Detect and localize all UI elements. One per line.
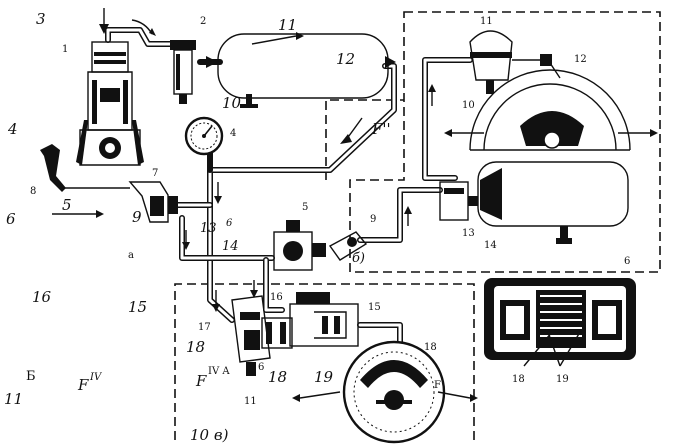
callout-7: 7 bbox=[152, 168, 158, 179]
callout-e11: 11 bbox=[244, 396, 257, 407]
callout-10: 10 bbox=[222, 94, 242, 112]
callout-eiva: IV A bbox=[208, 366, 230, 377]
callout-4: 4 bbox=[230, 128, 236, 139]
callout-6s: 6 bbox=[226, 218, 233, 229]
flow-arrows bbox=[182, 84, 436, 312]
label-3: 3 bbox=[36, 10, 46, 28]
callout-1: 1 bbox=[62, 44, 68, 55]
trailer-brake-assembly bbox=[231, 292, 478, 444]
callout-g18: 18 bbox=[512, 374, 525, 385]
callout-8: 8 bbox=[30, 186, 36, 197]
callout-e15: 15 bbox=[368, 302, 381, 313]
callout-efiva: F bbox=[195, 372, 207, 390]
callout-5: 5 bbox=[62, 196, 72, 214]
callout-e16: 16 bbox=[270, 292, 283, 303]
callout-e6: 6 bbox=[258, 362, 264, 373]
label-4: 4 bbox=[7, 120, 18, 138]
callout-r6: 6 bbox=[624, 256, 630, 267]
separation-valve bbox=[273, 220, 368, 271]
air-lines bbox=[105, 27, 473, 348]
label-b: Б bbox=[26, 369, 36, 384]
callout-e18b: 18 bbox=[268, 368, 287, 386]
callout-r10: 10 bbox=[462, 100, 475, 111]
label-f-sup: IV bbox=[89, 372, 103, 383]
callout-fpp: F'' bbox=[371, 120, 391, 138]
callout-11: 11 bbox=[278, 16, 297, 34]
callout-r11: 11 bbox=[480, 16, 493, 27]
callout-5b: 5 bbox=[302, 202, 308, 213]
main-air-receiver bbox=[206, 32, 396, 108]
label-6: 6 bbox=[6, 210, 16, 228]
label-16: 16 bbox=[32, 288, 52, 306]
pressure-gauge bbox=[184, 116, 224, 156]
callout-b: б) bbox=[352, 251, 365, 266]
callout-g19: 19 bbox=[556, 374, 569, 385]
frame-center bbox=[325, 99, 404, 180]
callout-9: 9 bbox=[132, 208, 142, 226]
label-15: 15 bbox=[128, 298, 147, 316]
brake-pedal bbox=[40, 144, 178, 223]
callout-e18: 18 bbox=[186, 338, 205, 356]
label-11: 11 bbox=[4, 390, 23, 408]
reference-labels: 3 4 6 16 15 Б 11 F IV 1 2 11 12 10 4 F''… bbox=[4, 10, 630, 444]
callout-2: 2 bbox=[200, 16, 206, 27]
compressor bbox=[76, 8, 156, 166]
brake-drum-section bbox=[484, 278, 636, 367]
callout-e10v: 10 в) bbox=[190, 426, 229, 444]
callout-e19: 19 bbox=[314, 368, 334, 386]
trailer-brake-chamber bbox=[444, 30, 658, 151]
callout-14: 14 bbox=[222, 239, 239, 254]
frame-right-top bbox=[349, 11, 661, 273]
dashed-frames bbox=[174, 11, 661, 440]
callout-efiv2: F bbox=[434, 380, 441, 391]
callout-12: 12 bbox=[336, 50, 355, 68]
oil-water-separator bbox=[170, 40, 196, 104]
callout-9b: 9 bbox=[370, 214, 376, 225]
callout-e17: 17 bbox=[198, 322, 211, 333]
callout-e18c: 18 bbox=[424, 342, 437, 353]
trailer-air-receiver bbox=[439, 161, 629, 244]
callout-r12: 12 bbox=[574, 54, 587, 65]
callout-13: 13 bbox=[200, 221, 217, 236]
callout-r13: 13 bbox=[462, 228, 475, 239]
callout-a: а bbox=[128, 250, 134, 261]
label-f: F bbox=[77, 376, 89, 394]
callout-r14: 14 bbox=[484, 240, 497, 251]
frame-lower bbox=[174, 283, 475, 440]
